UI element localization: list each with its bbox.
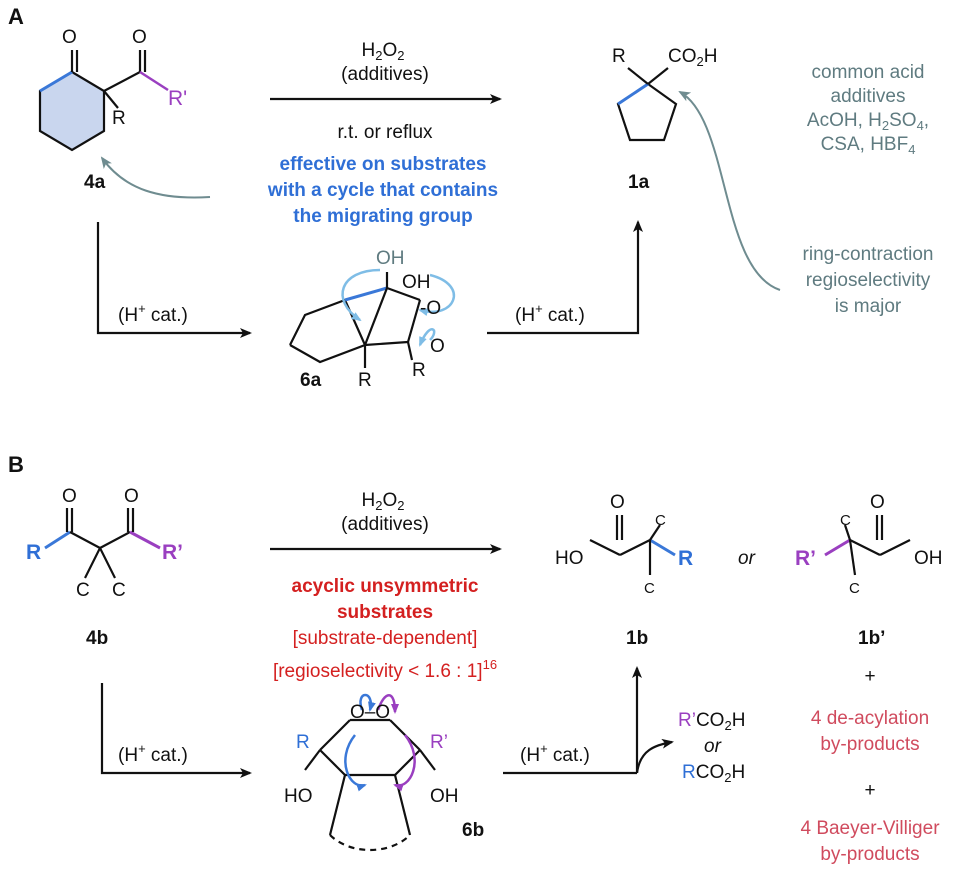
- compound-6a-label: 6a: [300, 370, 322, 391]
- ring-contraction-line3: is major: [834, 296, 902, 317]
- atom-r-6a-2: R: [412, 360, 426, 381]
- release-line3: RCO2H: [682, 762, 746, 785]
- note-b-line1: acyclic unsymmetric: [291, 576, 479, 597]
- migration-arrows-6a: [341, 268, 381, 322]
- atom-c-1b-2: C: [644, 580, 655, 597]
- atom-rprime-6b: R’: [430, 732, 448, 753]
- or-text: or: [738, 548, 755, 569]
- atom-oh-6a: OH: [402, 272, 431, 293]
- atom-c-4b-2: C: [112, 580, 126, 601]
- structure-1bprime: [824, 515, 911, 576]
- acid-additives-line4: CSA, HBF4: [820, 134, 916, 157]
- acid-cat-b-right: (H+ cat.): [520, 741, 590, 766]
- compound-1a-label: 1a: [628, 172, 650, 193]
- note-b-line2: substrates: [336, 602, 434, 623]
- atom-r-4a: R: [112, 108, 126, 129]
- structure-6b: [304, 718, 436, 852]
- note-b-line3: [substrate-dependent]: [292, 628, 478, 649]
- note-b-line4: [regioselectivity < 1.6 : 1]16: [272, 657, 498, 682]
- release-or: or: [704, 736, 721, 757]
- panel-label-a: A: [8, 4, 24, 29]
- compound-1bp-label: 1b’: [858, 628, 886, 649]
- compound-6b-label: 6b: [462, 820, 485, 841]
- byproducts-1-line2: by-products: [820, 734, 920, 755]
- atom-oh-6b: OH: [430, 786, 459, 807]
- panel-label-b: B: [8, 452, 24, 477]
- acid-cat-a-right: (H+ cat.): [515, 301, 585, 326]
- atom-o-6a-1: -O: [420, 298, 442, 319]
- byproducts-2-line1: 4 Baeyer-Villiger: [800, 818, 940, 839]
- plus-1: +: [864, 666, 876, 687]
- structure-4a: [38, 50, 169, 152]
- structure-1b: [589, 515, 676, 575]
- migration-arrows-6b: [359, 693, 376, 712]
- compound-4b-label: 4b: [86, 628, 109, 649]
- plus-2: +: [864, 780, 876, 801]
- atom-r-6a-1: R: [358, 370, 372, 391]
- structure-6a: [289, 272, 422, 368]
- atom-rprime-4b: R’: [162, 541, 183, 564]
- acid-additives-line3: AcOH, H2SO4,: [806, 110, 930, 133]
- arrow-b-lower-left: [100, 683, 252, 778]
- note-a-line2: with a cycle that contains: [267, 180, 499, 201]
- acid-cat-a-left: (H+ cat.): [118, 301, 188, 326]
- note-a-line3: the migrating group: [293, 206, 473, 227]
- atom-c-4b-1: C: [76, 580, 90, 601]
- atom-oh-6a-top: OH: [376, 248, 405, 269]
- arrow-b-release: [635, 738, 674, 774]
- atom-c-1b-1: C: [655, 512, 666, 529]
- atom-oo-6b: O–O: [349, 702, 391, 723]
- additives-b: (additives): [341, 514, 429, 535]
- release-line1: R’CO2H: [678, 710, 746, 733]
- atom-o-6a-2: O: [430, 336, 445, 357]
- note-a-line1: effective on substrates: [279, 154, 487, 175]
- arrow-a-lower-right: [487, 220, 643, 335]
- ring-contraction-line2: regioselectivity: [805, 270, 931, 291]
- atom-co2h-1a: CO2H: [668, 46, 718, 69]
- arrow-a-lower-left: [96, 222, 252, 338]
- acid-additives-line1: common acid: [811, 62, 925, 83]
- compound-1b-label: 1b: [626, 628, 649, 649]
- gray-arrow-to-4a: [100, 156, 211, 199]
- structure-4b: [44, 508, 161, 579]
- atom-o-4b-2: O: [124, 486, 139, 507]
- atom-rprime-1bp: R’: [795, 547, 816, 570]
- acid-cat-b-left: (H+ cat.): [118, 741, 188, 766]
- gray-arrow-to-1a: [678, 91, 781, 291]
- ring-contraction-line1: ring-contraction: [802, 244, 934, 265]
- atom-rprime-4a: R': [168, 87, 188, 110]
- compound-4a-label: 4a: [84, 172, 106, 193]
- atom-o-4b-1: O: [62, 486, 77, 507]
- acid-additives-line2: additives: [830, 86, 906, 107]
- reagent-h2o2-a: H2O2: [361, 40, 405, 63]
- atom-o-ketone-1: O: [62, 27, 77, 48]
- atom-ho-6b: HO: [284, 786, 313, 807]
- reagent-h2o2-b: H2O2: [361, 490, 405, 513]
- atom-o-1b: O: [610, 492, 625, 513]
- atom-r-6b: R: [296, 732, 310, 753]
- atom-o-1bp: O: [870, 492, 885, 513]
- byproducts-2-line2: by-products: [820, 844, 920, 865]
- structure-1a: [616, 67, 678, 142]
- atom-c-1bp-2: C: [849, 580, 860, 597]
- atom-r-4b: R: [26, 541, 42, 564]
- conditions-a: r.t. or reflux: [337, 122, 433, 143]
- additives-a: (additives): [341, 64, 429, 85]
- byproducts-1-line1: 4 de-acylation: [810, 708, 930, 729]
- atom-c-1bp-1: C: [840, 512, 851, 529]
- atom-r-1b: R: [678, 547, 694, 570]
- atom-oh-1bp: OH: [914, 548, 943, 569]
- atom-o-ketone-2: O: [132, 27, 147, 48]
- atom-ho-1b: HO: [555, 548, 584, 569]
- atom-r-1a: R: [612, 46, 626, 67]
